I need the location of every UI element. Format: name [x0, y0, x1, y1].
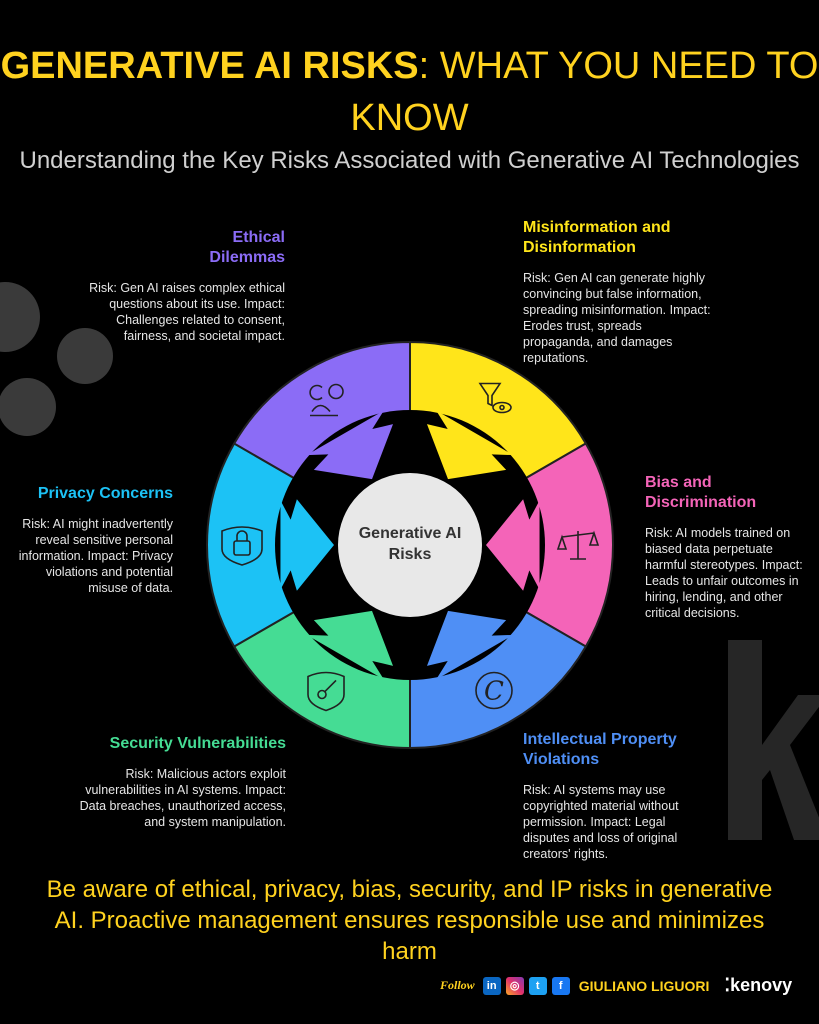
conclusion-text: Be aware of ethical, privacy, bias, secu…	[46, 876, 773, 965]
scales-icon	[556, 530, 600, 560]
risk-title: Intellectual Property Violations	[523, 731, 677, 768]
risk-title: Bias and Discrimination	[645, 474, 757, 511]
arrow-shield-lock	[280, 499, 334, 591]
person-ethics-icon	[309, 383, 344, 417]
shield-key-icon	[307, 671, 345, 712]
instagram-icon[interactable]: ◎	[505, 976, 524, 995]
linkedin-icon[interactable]: in	[482, 976, 501, 995]
page-subtitle: Understanding the Key Risks Associated w…	[19, 147, 800, 174]
footer: Follow in ◎ t f GIULIANO LIGUORI ⁚kenovy	[440, 975, 792, 996]
brand-name: kenovy	[730, 975, 793, 995]
risk-title: Misinformation and Disinformation	[523, 219, 671, 256]
center-label: Generative AI Risks	[358, 525, 462, 563]
page-title: GENERATIVE AI RISKS: WHAT YOU NEED TO KN…	[0, 45, 819, 139]
shield-lock-icon	[221, 526, 263, 566]
arrow-person-ethics	[306, 410, 394, 480]
follow-label: Follow	[440, 978, 475, 992]
arrow-copyright	[426, 610, 514, 680]
facebook-icon[interactable]: f	[551, 976, 570, 995]
risk-text: Risk: Malicious actors exploit vulnerabi…	[79, 767, 286, 829]
risk-text: Risk: Gen AI can generate highly convinc…	[523, 271, 711, 365]
risk-text: Risk: AI models trained on biased data p…	[645, 526, 803, 620]
center-circle	[338, 473, 482, 617]
funnel-eye-icon	[478, 382, 512, 414]
decor-circle	[57, 328, 113, 384]
risk-text: Risk: AI systems may use copyrighted mat…	[523, 783, 679, 861]
decor-circle	[0, 378, 56, 436]
arrow-scales	[486, 499, 540, 591]
arrow-funnel-eye	[426, 410, 514, 480]
risk-text: Risk: AI might inadvertently reveal sens…	[18, 517, 173, 595]
author-name: GIULIANO LIGUORI	[578, 977, 710, 994]
risk-title: Security Vulnerabilities	[109, 735, 286, 752]
decor-letter-k	[728, 640, 819, 840]
svg-text:C: C	[484, 676, 504, 706]
risk-title: Ethical Dilemmas	[209, 229, 285, 266]
arrow-shield-key	[306, 610, 394, 680]
brand-logo: ⁚kenovy	[724, 975, 793, 995]
risk-title: Privacy Concerns	[37, 485, 173, 502]
risk-text: Risk: Gen AI raises complex ethical ques…	[89, 281, 285, 343]
copyright-icon: C	[475, 671, 513, 710]
twitter-icon[interactable]: t	[528, 976, 547, 995]
